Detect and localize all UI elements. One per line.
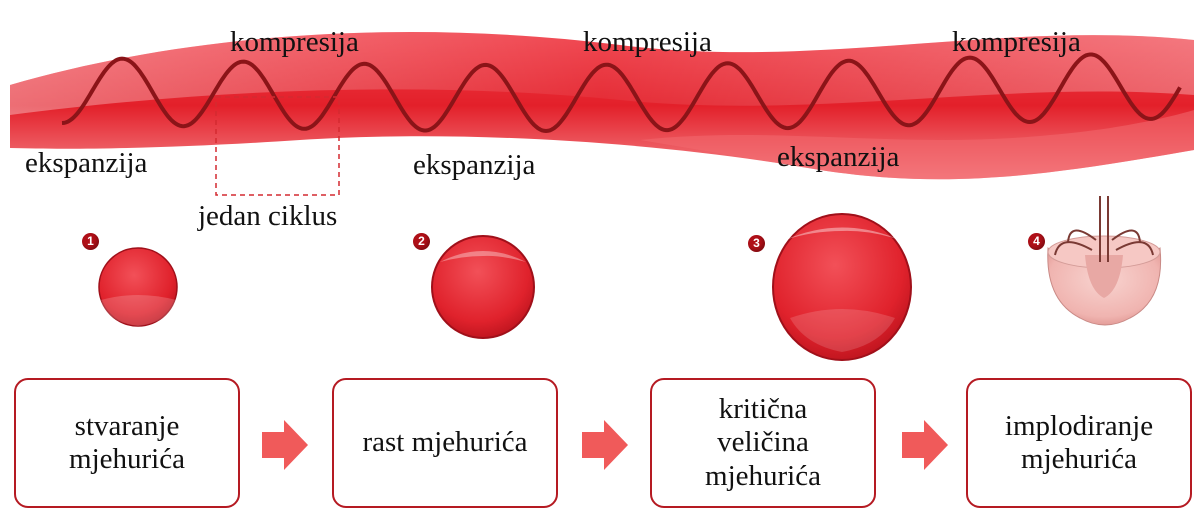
bubble-number-3: 3 bbox=[748, 235, 765, 252]
step-box-2: rast mjehurića bbox=[332, 378, 558, 508]
label-ekspanzija-1: ekspanzija bbox=[25, 149, 147, 178]
label-ekspanzija-3: ekspanzija bbox=[777, 143, 899, 172]
step-label-1: stvaranje mjehurića bbox=[69, 410, 185, 477]
bubble-1-highlight bbox=[101, 295, 176, 326]
step-label-4: implodiranje mjehurića bbox=[1005, 410, 1153, 477]
step-label-3: kritična veličina mjehurića bbox=[705, 393, 821, 493]
bubble-number-2: 2 bbox=[413, 233, 430, 250]
step-label-2: rast mjehurića bbox=[362, 426, 527, 459]
imploding-bubble bbox=[1048, 196, 1161, 325]
step-box-1: stvaranje mjehurića bbox=[14, 378, 240, 508]
label-kompresija-3: kompresija bbox=[952, 28, 1081, 57]
label-kompresija-1: kompresija bbox=[230, 28, 359, 57]
label-jedan-ciklus: jedan ciklus bbox=[198, 202, 337, 231]
arrow-3 bbox=[902, 420, 948, 470]
arrow-2 bbox=[582, 420, 628, 470]
arrow-1 bbox=[262, 420, 308, 470]
bubble-number-1: 1 bbox=[82, 233, 99, 250]
label-ekspanzija-2: ekspanzija bbox=[413, 151, 535, 180]
bubble-number-4: 4 bbox=[1028, 233, 1045, 250]
step-box-3: kritična veličina mjehurića bbox=[650, 378, 876, 508]
label-kompresija-2: kompresija bbox=[583, 28, 712, 57]
step-box-4: implodiranje mjehurića bbox=[966, 378, 1192, 508]
